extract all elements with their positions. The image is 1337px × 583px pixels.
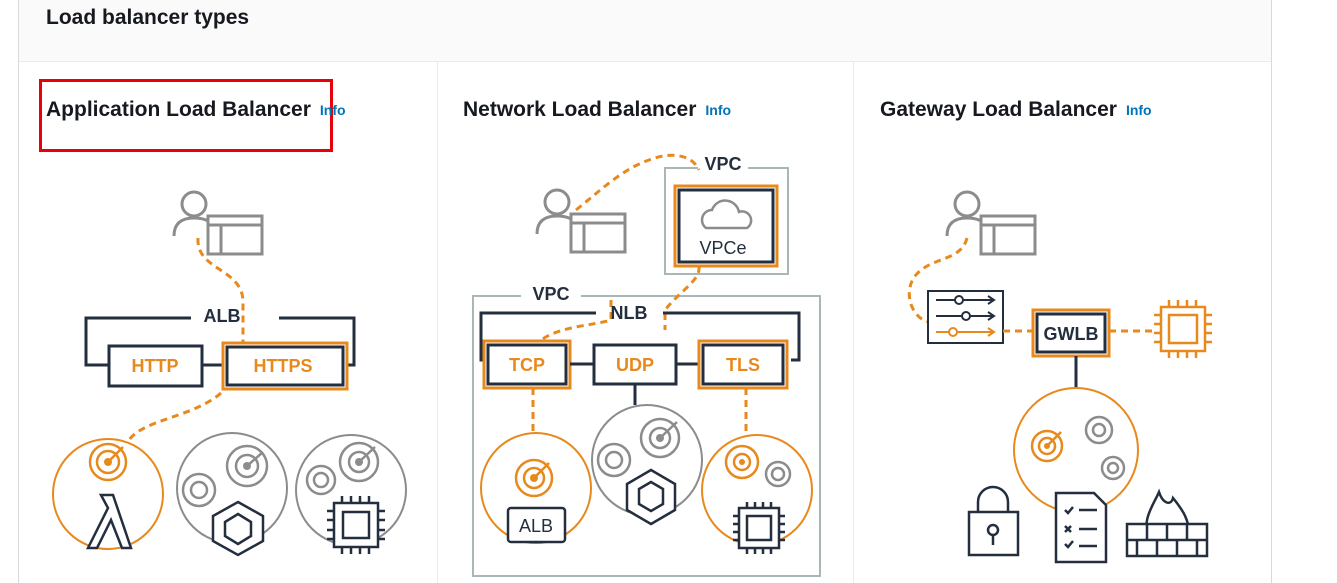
load-balancer-types-panel: Load balancer types Application Load Bal… — [18, 0, 1272, 583]
container-target-icon — [591, 404, 703, 526]
lambda-target-icon — [52, 438, 164, 550]
svg-text:ALB: ALB — [519, 516, 553, 536]
appliance-chip-icon — [1154, 300, 1212, 358]
user-browser-icon — [535, 188, 627, 254]
tcp-listener: TCP — [509, 355, 545, 375]
panel-title: Load balancer types — [46, 6, 250, 29]
alb-info-link[interactable]: Info — [319, 102, 346, 118]
highlight-box — [39, 79, 333, 152]
udp-listener: UDP — [616, 355, 654, 375]
vpce-label: VPCe — [699, 238, 746, 258]
nlb-vpc-label: VPC — [532, 284, 569, 304]
svg-text:HTTPS: HTTPS — [253, 356, 312, 376]
alb-target-icon: ALB — [480, 432, 592, 544]
container-target-icon — [176, 432, 288, 557]
alb-diagram: ALB HTTP HTTPS — [52, 190, 407, 557]
svg-text:HTTP: HTTP — [132, 356, 179, 376]
user-browser-icon — [945, 190, 1037, 256]
instance-target-icon — [295, 434, 407, 554]
traffic-rules-icon — [927, 290, 1004, 344]
alb-group-label: ALB — [204, 306, 241, 326]
lock-icon — [967, 485, 1020, 557]
vpce-vpc-label: VPC — [704, 154, 741, 174]
instance-target-icon — [701, 434, 813, 554]
checklist-icon — [1054, 491, 1108, 564]
gwlb-node-label: GWLB — [1044, 324, 1099, 344]
firewall-icon — [1125, 488, 1209, 558]
gwlb-diagram: GWLB — [907, 190, 1212, 564]
cloud-icon — [700, 199, 753, 230]
panel-header: Load balancer types — [19, 0, 1271, 62]
nlb-info-link[interactable]: Info — [705, 102, 732, 118]
gwlb-info-link[interactable]: Info — [1125, 102, 1152, 118]
nlb-diagram: VPC VPC VPCe NLB TC — [472, 153, 821, 577]
tls-listener: TLS — [726, 355, 760, 375]
user-browser-icon — [172, 190, 264, 256]
nlb-group-label: NLB — [611, 303, 648, 323]
